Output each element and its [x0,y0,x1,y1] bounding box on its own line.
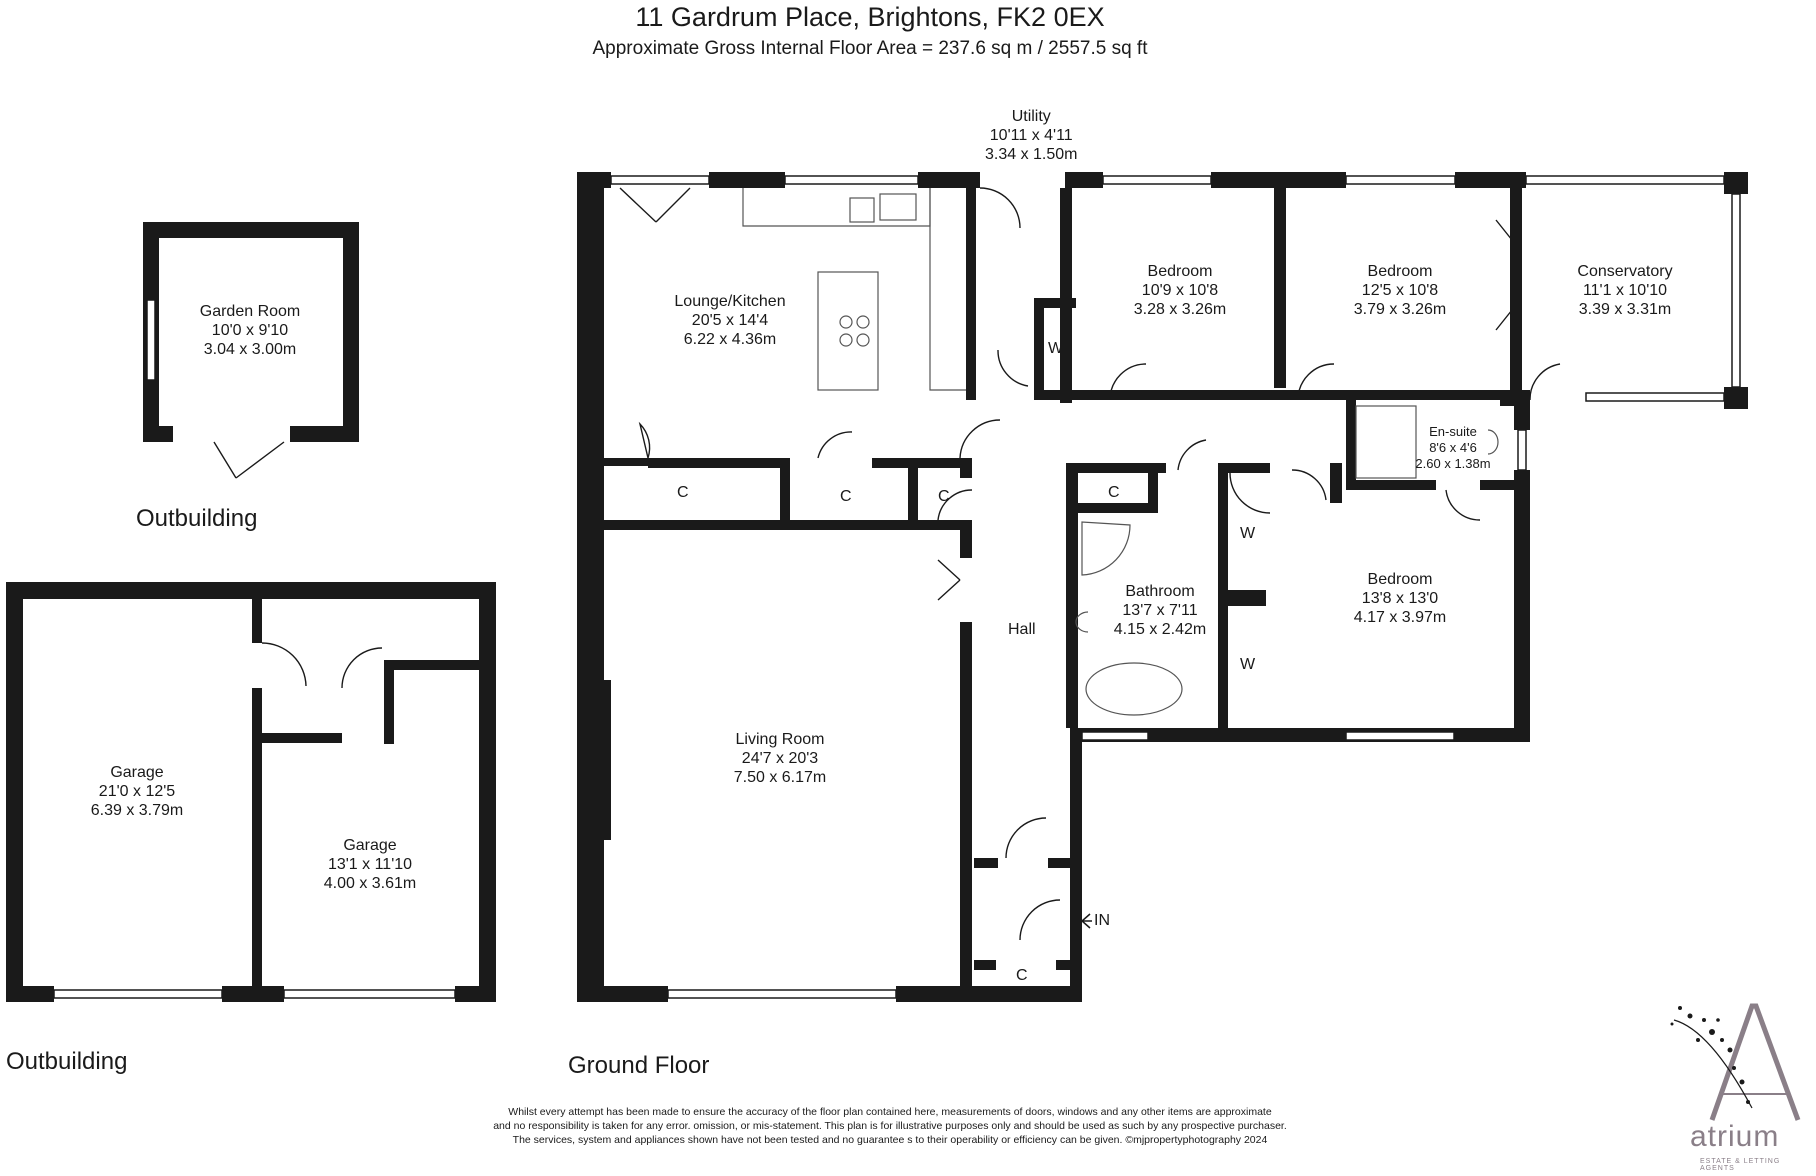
room-garden-room: Garden Room 10'0 x 9'10 3.04 x 3.00m [199,303,301,358]
atrium-logo-icon [1670,1003,1801,1121]
fittings [742,188,1499,716]
entrance-marker: IN [1094,912,1110,929]
doors [213,187,1561,941]
brand-name: atrium [1690,1120,1780,1153]
room-bedroom-2: Bedroom 12'5 x 10'8 3.79 x 3.26m [1353,263,1447,318]
room-bathroom: Bathroom 13'7 x 7'11 4.15 x 2.42m [1113,583,1207,638]
room-garage-large: Garage 21'0 x 12'5 6.39 x 3.79m [90,764,184,819]
wardrobe-marker: W [1048,340,1064,357]
entrance-arrow-icon [1080,913,1092,929]
room-ensuite: En-suite 8'6 x 4'6 2.60 x 1.38m [1415,424,1491,471]
room-living-room: Living Room 24'7 x 20'3 7.50 x 6.17m [733,731,827,786]
walls [6,172,1748,1002]
room-hall: Hall [1008,621,1036,638]
windows [53,175,1741,999]
cupboard-marker: C [840,488,852,505]
room-bedroom-1: Bedroom 10'9 x 10'8 3.28 x 3.26m [1133,263,1227,318]
outbuilding-label-garage: Outbuilding [6,1048,128,1075]
room-conservatory: Conservatory 11'1 x 10'10 3.39 x 3.31m [1577,263,1673,318]
fireplace [594,680,611,840]
room-utility: Utility 10'11 x 4'11 3.34 x 1.50m [985,108,1078,163]
brand-tagline: ESTATE & LETTING AGENTS [1700,1158,1781,1172]
cupboard-marker: C [1108,484,1120,501]
room-lounge-kitchen: Lounge/Kitchen 20'5 x 14'4 6.22 x 4.36m [674,293,786,348]
cupboard-marker: C [938,488,950,505]
ground-floor-label: Ground Floor [568,1052,710,1079]
disclaimer: Whilst every attempt has been made to en… [493,1106,1287,1146]
wardrobe-marker: W [1240,525,1256,542]
floor-area-summary: Approximate Gross Internal Floor Area = … [592,38,1148,59]
cupboard-marker: C [677,484,689,501]
room-bedroom-3: Bedroom 13'8 x 13'0 4.17 x 3.97m [1353,571,1447,626]
cupboard-marker: C [1016,967,1028,984]
plan-title: 11 Gardrum Place, Brightons, FK2 0EX [635,2,1105,32]
outbuilding-label-garden: Outbuilding [136,505,258,532]
room-garage-small: Garage 13'1 x 11'10 4.00 x 3.61m [323,837,417,892]
wardrobe-marker: W [1240,656,1256,673]
